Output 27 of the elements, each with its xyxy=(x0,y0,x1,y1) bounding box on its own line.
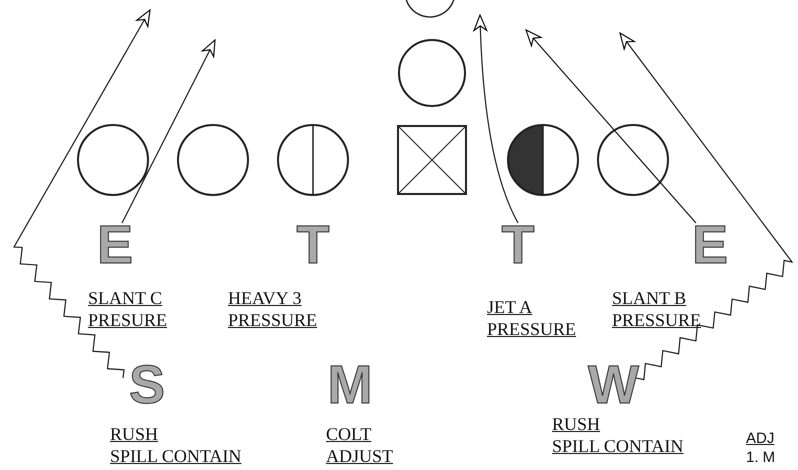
position-letter: S xyxy=(123,363,171,407)
crossed-square-symbol xyxy=(397,125,467,195)
assignment-text: SLANT C PRESURE xyxy=(88,287,168,331)
assignment-text: HEAVY 3 PRESSURE xyxy=(228,287,318,331)
assignment-text: COLT ADJUST xyxy=(326,423,394,467)
assignment-text: JET A PRESSURE xyxy=(487,296,576,340)
assignment-text: SLANT B PRESSURE xyxy=(612,287,702,331)
position-letter: T xyxy=(289,223,337,267)
note-text: ADJ xyxy=(746,430,774,448)
split-circle-symbol xyxy=(276,123,350,197)
position-letter: M xyxy=(326,363,374,407)
position-letter: T xyxy=(494,223,542,267)
position-letter: E xyxy=(91,223,139,267)
player-circle-symbol xyxy=(596,123,670,197)
zigzag-arrow xyxy=(619,32,794,380)
zigzag-arrow xyxy=(13,9,151,378)
position-letter: E xyxy=(686,223,734,267)
player-circle-symbol xyxy=(397,38,467,108)
assignment-text: RUSH SPILL CONTAIN xyxy=(552,413,684,457)
player-circle-symbol xyxy=(76,123,150,197)
arrow xyxy=(474,14,518,224)
note-text: 1. M xyxy=(746,449,776,467)
arrow xyxy=(525,29,696,224)
half-filled-circle-symbol xyxy=(506,123,580,197)
arrow xyxy=(122,39,216,224)
assignment-text: RUSH SPILL CONTAIN xyxy=(110,423,242,467)
player-circle-symbol xyxy=(176,123,250,197)
